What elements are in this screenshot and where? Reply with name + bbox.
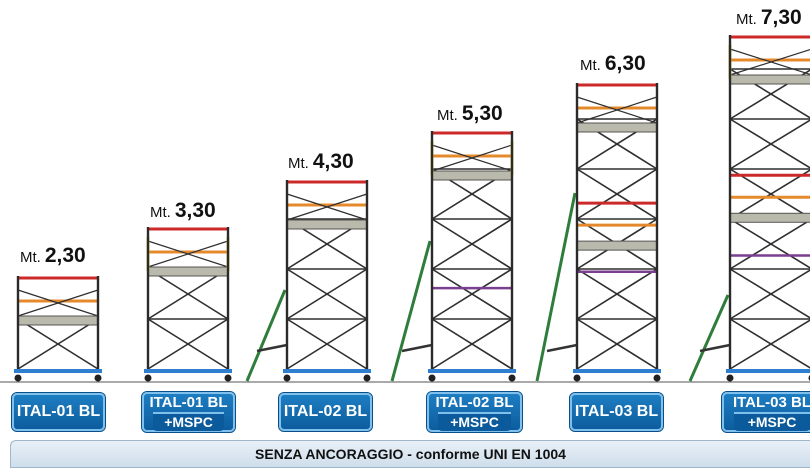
tower-5-int-platform — [576, 240, 658, 251]
height-label-5: Mt.6,30 — [580, 52, 646, 76]
tower-5-brace — [576, 168, 658, 220]
tower-6-stabilizer-arm — [699, 343, 731, 353]
tower-5-base — [573, 369, 661, 373]
tower-4-platform — [431, 170, 513, 181]
tower-3-brace — [286, 318, 368, 370]
tower-1-wheel — [14, 374, 22, 382]
tower-4-base — [428, 369, 516, 373]
tower-3-stabilizer-arm — [256, 343, 288, 353]
tower-5-wheel — [573, 374, 581, 382]
height-value: 2,30 — [44, 244, 86, 267]
tower-6-base — [726, 369, 810, 373]
height-value: 4,30 — [312, 150, 354, 173]
model-sublabel: +MSPC — [153, 412, 224, 431]
tower-4-brace — [431, 318, 513, 370]
tower-3-stabilizer — [245, 289, 287, 382]
tower-2-brace — [147, 268, 229, 320]
tower-5-stabilizer — [535, 192, 577, 382]
model-label: ITAL-03 BL — [574, 403, 659, 420]
height-label-4: Mt.5,30 — [437, 102, 503, 126]
tower-1-wheel — [94, 374, 102, 382]
footer-text: SENZA ANCORAGGIO - conforme UNI EN 1004 — [255, 446, 566, 462]
height-value: 6,30 — [604, 52, 646, 75]
tower-4-stabilizer — [390, 240, 432, 382]
tower-6-brace — [729, 119, 810, 170]
height-label-6: Mt.7,30 — [736, 6, 802, 30]
model-badge-6: ITAL-03 BL +MSPC — [722, 392, 810, 432]
tower-6-brace — [729, 319, 810, 370]
tower-1-brace — [17, 318, 99, 370]
height-prefix: Mt. — [20, 249, 41, 266]
model-badge-1: ITAL-01 BL — [12, 393, 105, 431]
tower-6-stabilizer — [688, 294, 730, 382]
height-prefix: Mt. — [288, 155, 309, 172]
model-label: ITAL-03 BL — [732, 394, 810, 411]
tower-6-platform — [729, 74, 810, 85]
model-sublabel: +MSPC — [438, 412, 511, 431]
tower-2-guard-brace — [147, 240, 229, 268]
tower-3-brace — [286, 268, 368, 320]
tower-6-brace — [729, 269, 810, 320]
tower-6-guard-brace — [729, 49, 810, 76]
tower-1-platform — [17, 315, 99, 326]
tower-4-brace — [431, 268, 513, 320]
model-label: ITAL-02 BL — [283, 403, 368, 420]
height-label-2: Mt.3,30 — [150, 199, 216, 223]
height-prefix: Mt. — [437, 107, 458, 124]
tower-1-guard-brace — [17, 289, 99, 317]
tower-4-wheel — [428, 374, 436, 382]
tower-5-wheel — [653, 374, 661, 382]
tower-3-wheel — [363, 374, 371, 382]
tower-6-brace — [729, 169, 810, 220]
tower-2-base — [144, 369, 232, 373]
tower-2-wheel — [224, 374, 232, 382]
model-badge-4: ITAL-02 BL +MSPC — [427, 392, 522, 432]
tower-4-wheel — [508, 374, 516, 382]
tower-5-brace — [576, 318, 658, 370]
footer-banner: SENZA ANCORAGGIO - conforme UNI EN 1004 — [10, 440, 810, 468]
model-badge-2: ITAL-01 BL +MSPC — [142, 392, 235, 432]
tower-4-stabilizer-arm — [401, 343, 433, 353]
height-value: 3,30 — [174, 199, 216, 222]
tower-2-platform — [147, 266, 229, 277]
tower-6-int-platform — [729, 212, 810, 223]
tower-4-brace — [431, 218, 513, 270]
tower-5-brace — [576, 268, 658, 320]
height-value: 7,30 — [760, 6, 802, 29]
tower-5-stabilizer-arm — [546, 343, 578, 353]
tower-4-guard-brace — [431, 144, 513, 172]
tower-6-wheel — [726, 374, 734, 382]
model-badge-5: ITAL-03 BL — [570, 393, 663, 431]
height-value: 5,30 — [461, 102, 503, 125]
height-label-1: Mt.2,30 — [20, 244, 86, 268]
height-prefix: Mt. — [150, 204, 171, 221]
tower-5-guard-brace — [576, 96, 658, 124]
model-label: ITAL-02 BL — [435, 394, 514, 411]
model-badge-3: ITAL-02 BL — [279, 393, 372, 431]
tower-3-platform — [286, 219, 368, 230]
tower-2-brace — [147, 318, 229, 370]
height-label-3: Mt.4,30 — [288, 150, 354, 174]
tower-6-brace — [729, 219, 810, 270]
tower-3-wheel — [283, 374, 291, 382]
tower-3-base — [283, 369, 371, 373]
model-label: ITAL-01 BL — [149, 394, 228, 411]
model-sublabel: +MSPC — [734, 412, 810, 431]
model-label: ITAL-01 BL — [16, 403, 101, 420]
tower-2-wheel — [144, 374, 152, 382]
height-prefix: Mt. — [580, 57, 601, 74]
tower-3-guard-brace — [286, 193, 368, 221]
tower-5-platform — [576, 122, 658, 133]
height-prefix: Mt. — [736, 11, 757, 28]
tower-1-base — [14, 369, 102, 373]
